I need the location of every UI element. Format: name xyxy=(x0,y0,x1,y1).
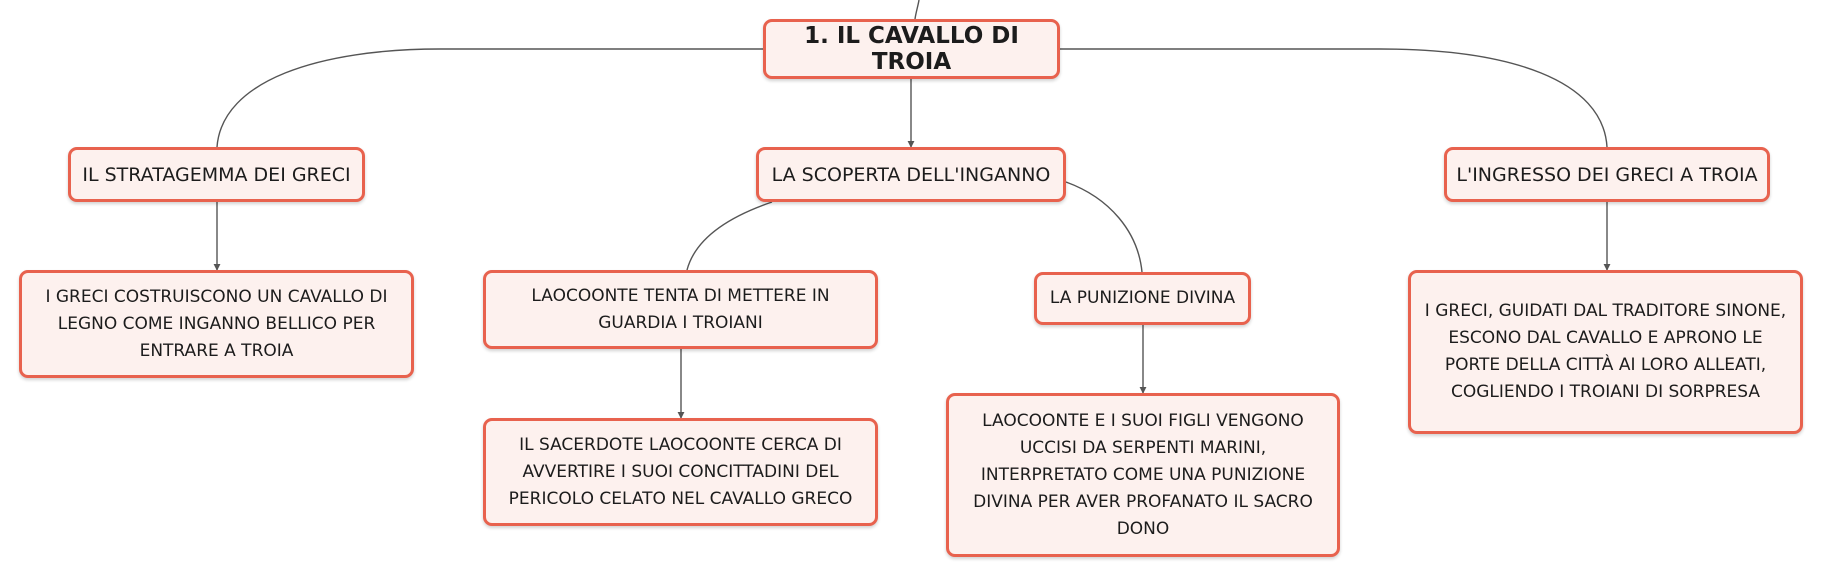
subtopic-node-punizione[interactable]: LA PUNIZIONE DIVINA xyxy=(1034,272,1251,325)
topic-label: IL STRATAGEMMA DEI GRECI xyxy=(82,163,351,186)
detail-text: LAOCOONTE E I SUOI FIGLI VENGONO UCCISI … xyxy=(973,410,1313,539)
connector-parent-stub xyxy=(914,0,920,20)
detail-text: I GRECI COSTRUISCONO UN CAVALLO DI LEGNO… xyxy=(45,286,388,361)
detail-node-sacerdote[interactable]: IL SACERDOTE LAOCOONTE CERCA DI AVVERTIR… xyxy=(483,418,878,526)
connector-root-ingresso xyxy=(1060,48,1608,148)
subtopic-text: LAOCOONTE TENTA DI METTERE IN GUARDIA I … xyxy=(531,285,830,333)
connector-root-stratagemma xyxy=(216,48,763,148)
detail-node-figli-uccisi[interactable]: LAOCOONTE E I SUOI FIGLI VENGONO UCCISI … xyxy=(946,393,1340,557)
detail-node-sinone[interactable]: I GRECI, GUIDATI DAL TRADITORE SINONE, E… xyxy=(1408,270,1803,434)
connector-scoperta-punizione xyxy=(1065,181,1143,273)
topic-node-stratagemma[interactable]: IL STRATAGEMMA DEI GRECI xyxy=(68,147,365,202)
subtopic-text: LA PUNIZIONE DIVINA xyxy=(1049,288,1236,308)
topic-node-scoperta[interactable]: LA SCOPERTA DELL'INGANNO xyxy=(756,147,1066,202)
root-node[interactable]: 1. IL CAVALLO DI TROIA xyxy=(763,19,1060,79)
root-label: 1. IL CAVALLO DI TROIA xyxy=(804,23,1019,75)
topic-label: LA SCOPERTA DELL'INGANNO xyxy=(771,163,1051,186)
topic-label: L'INGRESSO DEI GRECI A TROIA xyxy=(1456,163,1758,186)
detail-text: I GRECI, GUIDATI DAL TRADITORE SINONE, E… xyxy=(1424,301,1787,402)
subtopic-node-laocoonte-tenta[interactable]: LAOCOONTE TENTA DI METTERE IN GUARDIA I … xyxy=(483,270,878,349)
connector-scoperta-laocoonte xyxy=(686,201,773,271)
detail-node-greci-costruiscono[interactable]: I GRECI COSTRUISCONO UN CAVALLO DI LEGNO… xyxy=(19,270,414,378)
detail-text: IL SACERDOTE LAOCOONTE CERCA DI AVVERTIR… xyxy=(508,434,853,509)
topic-node-ingresso[interactable]: L'INGRESSO DEI GRECI A TROIA xyxy=(1444,147,1770,202)
